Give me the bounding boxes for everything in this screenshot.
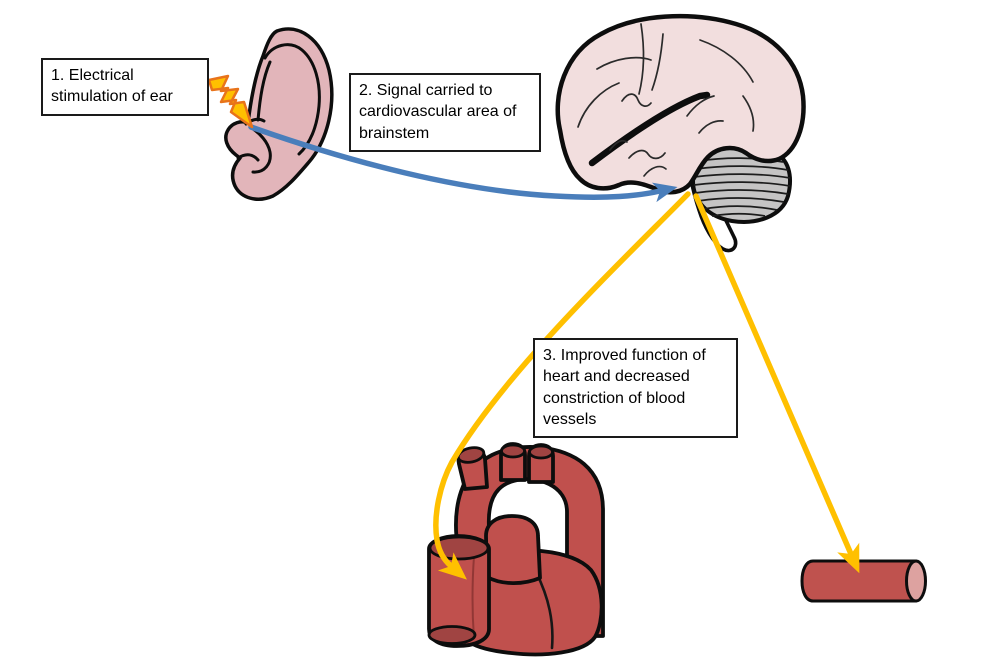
pulmonary-trunk <box>484 514 542 586</box>
response-arrow-brainstem-to-vessel <box>693 193 860 574</box>
ear-concha-line <box>248 125 272 174</box>
ear-helix-line <box>263 43 321 156</box>
step2-label-box: 2. Signal carried to cardiovascular area… <box>349 73 541 152</box>
brain-gyri-lines <box>577 23 755 177</box>
heart-illustration <box>427 442 605 657</box>
aortic-arch <box>454 445 605 638</box>
blood-vessel-illustration <box>800 559 927 603</box>
step1-label-box: 1. Electrical stimulation of ear <box>41 58 209 116</box>
brain-illustration <box>555 13 806 253</box>
ear-antihelix-line <box>256 60 272 122</box>
vessel-end-cap <box>905 559 927 603</box>
ear-illustration <box>224 27 334 201</box>
vena-cava-bottom-cap <box>427 625 477 645</box>
aorta-branch-3-cap <box>528 444 554 460</box>
ear-tragus-line <box>236 153 260 162</box>
sylvian-fissure <box>588 91 711 167</box>
aorta-branch-2-cap <box>500 443 526 459</box>
signal-arrow-ear-to-brainstem <box>248 124 678 203</box>
step3-label-box: 3. Improved function of heart and decrea… <box>533 338 738 439</box>
lightning-bolt-icon <box>207 74 254 129</box>
aorta-branch-1-cap <box>456 446 486 464</box>
vessel-body <box>800 559 918 603</box>
response-arrow-brainstem-to-heart <box>433 191 691 580</box>
